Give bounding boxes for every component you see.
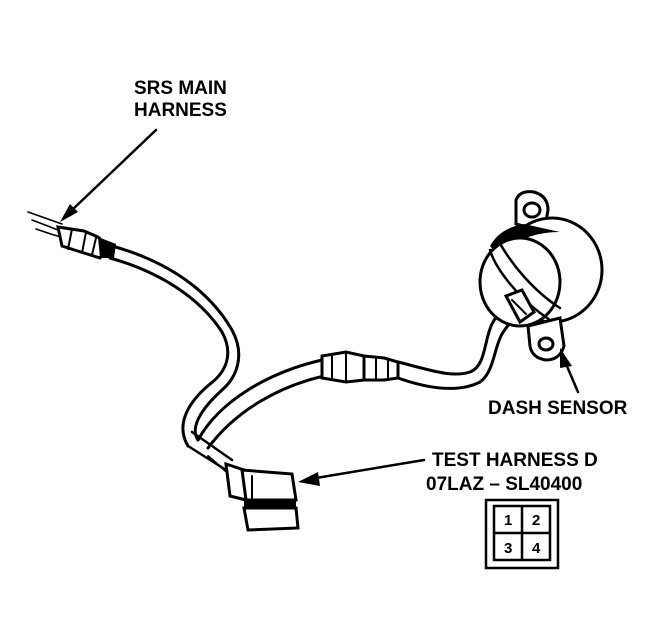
srs-main-harness-connector xyxy=(56,225,116,260)
test-harness-label-line1: TEST HARNESS D xyxy=(432,450,598,471)
sensor-cable xyxy=(196,302,524,450)
srs-main-harness-label-line2: HARNESS xyxy=(134,100,227,121)
test-harness-connector xyxy=(186,430,300,532)
dash-sensor xyxy=(478,190,604,362)
connector-pin-grid: 1 2 3 4 xyxy=(484,498,560,570)
srs-main-harness-label-line1: SRS MAIN xyxy=(134,78,227,99)
test-harness-arrow-head-icon xyxy=(298,472,320,486)
pin-1-label: 1 xyxy=(504,512,512,529)
pin-4-label: 4 xyxy=(532,540,541,557)
dash-sensor-label: DASH SENSOR xyxy=(488,398,628,419)
sensor-arrow-head-icon xyxy=(560,348,572,368)
srs-arrow-head-icon xyxy=(60,204,78,222)
pin-3-label: 3 xyxy=(504,540,512,557)
harness-cable xyxy=(108,244,241,448)
pin-2-label: 2 xyxy=(532,512,540,529)
test-harness-label-line2: 07LAZ – SL40400 xyxy=(426,474,582,495)
leader-arrows xyxy=(60,128,580,486)
